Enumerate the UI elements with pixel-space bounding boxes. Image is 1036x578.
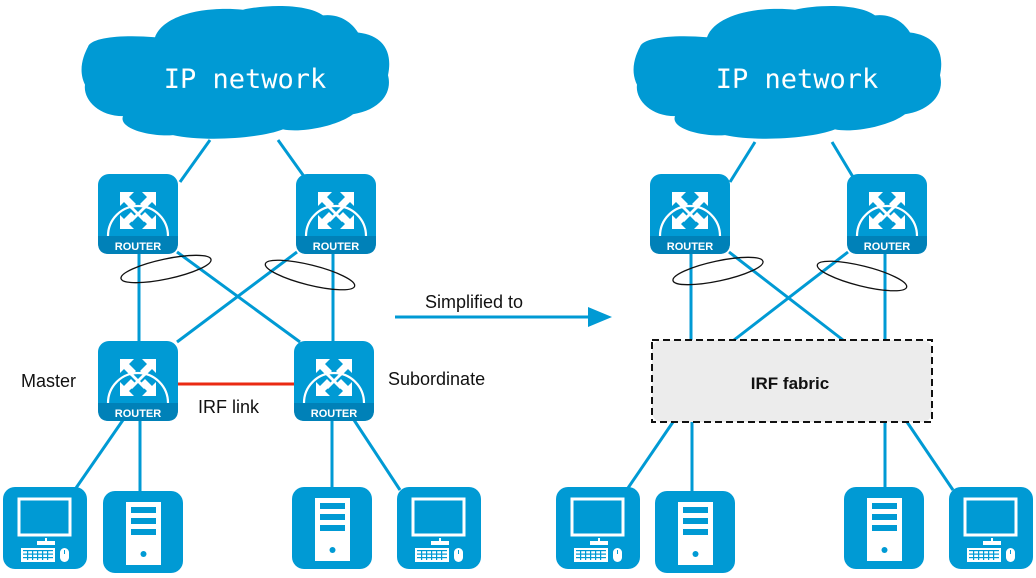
svg-text:ROUTER: ROUTER xyxy=(115,408,162,420)
right-topology: IP network ROUTER ROUTER IRF fabric xyxy=(554,5,1035,573)
right-top-router-1: ROUTER xyxy=(648,172,732,256)
link-aggregation-ellipse xyxy=(816,260,908,292)
simplified-to-label: Simplified to xyxy=(425,292,523,312)
irf-fabric-label: IRF fabric xyxy=(751,374,829,393)
link-cloud-router2 xyxy=(830,141,858,183)
left-top-router-2: ROUTER xyxy=(294,172,378,256)
link-router2-fabric-cross xyxy=(733,250,849,342)
fabric-dashed-border xyxy=(651,339,933,423)
irf-link-label: IRF link xyxy=(198,397,260,417)
svg-text:ROUTER: ROUTER xyxy=(313,241,360,253)
simplified-to-arrow: Simplified to xyxy=(395,292,612,327)
right-links xyxy=(626,141,955,491)
link-router2-master xyxy=(176,250,298,344)
irf-fabric-box: IRF fabric xyxy=(651,339,933,423)
svg-text:ROUTER: ROUTER xyxy=(115,241,162,253)
right-cloud-label: IP network xyxy=(716,64,879,95)
pc-icon xyxy=(395,485,483,571)
svg-text:ROUTER: ROUTER xyxy=(667,241,714,253)
server-icon xyxy=(292,487,372,569)
left-top-router-1: ROUTER xyxy=(96,172,180,256)
server-icon xyxy=(844,487,924,569)
link-master-pc xyxy=(74,419,125,489)
left-topology: IP network ROUTER ROUTER ROUTER ROUTER M… xyxy=(1,5,485,573)
subordinate-router: ROUTER xyxy=(292,339,376,423)
link-aggregation-ellipse xyxy=(672,256,764,286)
right-top-router-2: ROUTER xyxy=(845,172,929,256)
link-subordinate-pc xyxy=(352,419,402,491)
arrow-head-icon xyxy=(588,307,612,327)
server-icon xyxy=(655,491,735,573)
pc-icon xyxy=(947,485,1035,571)
link-aggregation-ellipse xyxy=(264,259,356,291)
link-aggregation-ellipse xyxy=(120,254,212,284)
link-cloud-router1 xyxy=(178,139,212,183)
master-label: Master xyxy=(21,371,76,391)
link-fabric-pc xyxy=(626,421,675,489)
link-fabric-pc xyxy=(905,421,955,491)
svg-text:ROUTER: ROUTER xyxy=(864,241,911,253)
link-cloud-router1 xyxy=(728,141,757,183)
server-icon xyxy=(103,491,183,573)
left-cloud-label: IP network xyxy=(164,64,327,95)
pc-icon xyxy=(554,485,642,571)
master-router: ROUTER xyxy=(96,339,180,423)
pc-icon xyxy=(1,485,89,571)
svg-text:ROUTER: ROUTER xyxy=(311,408,358,420)
subordinate-label: Subordinate xyxy=(388,369,485,389)
left-links xyxy=(74,139,402,491)
link-router1-fabric-cross xyxy=(728,250,844,342)
